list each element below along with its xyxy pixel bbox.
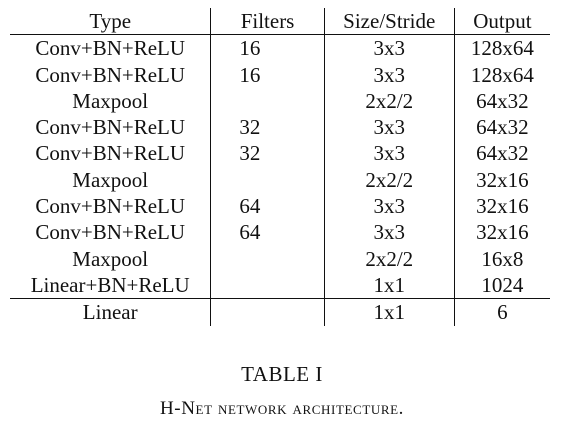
cell-type: Conv+BN+ReLU	[10, 114, 212, 141]
cell-type: Linear+BN+ReLU	[10, 271, 212, 299]
header-filters: Filters	[210, 8, 325, 36]
table-row: Linear 1x1 6	[10, 298, 550, 326]
cell-type: Conv+BN+ReLU	[10, 193, 212, 220]
table-row: Conv+BN+ReLU 32 3x3 64x32	[10, 114, 550, 141]
cell-size: 3x3	[324, 140, 455, 167]
cell-size: 2x2/2	[324, 166, 455, 194]
cell-filters	[210, 166, 325, 194]
table-row: Conv+BN+ReLU 32 3x3 64x32	[10, 140, 550, 167]
cell-filters: 16	[210, 34, 325, 62]
cell-filters: 64	[210, 193, 325, 220]
cell-filters: 32	[210, 114, 325, 141]
cell-size: 3x3	[324, 34, 455, 62]
architecture-table-container: Type Filters Size/Stride Output Conv+BN+…	[10, 8, 550, 326]
table-row: Conv+BN+ReLU 16 3x3 128x64	[10, 61, 550, 88]
cell-type: Conv+BN+ReLU	[10, 140, 212, 167]
cell-filters	[210, 87, 325, 115]
cell-type: Maxpool	[10, 87, 212, 115]
table-row: Maxpool 2x2/2 16x8	[10, 245, 550, 272]
cell-type: Linear	[10, 298, 212, 326]
cell-output: 64x32	[476, 141, 529, 166]
cell-output: 128x64	[470, 36, 534, 61]
header-size-stride: Size/Stride	[324, 8, 455, 36]
cell-size: 3x3	[324, 193, 455, 220]
header-output: Output	[454, 8, 550, 36]
cell-filters: 16	[210, 61, 325, 88]
table-caption-title: H-Net network architecture.	[159, 398, 405, 419]
table-row: Maxpool 2x2/2 64x32	[10, 87, 550, 115]
cell-size: 1x1	[324, 298, 455, 326]
cell-filters: 32	[210, 140, 325, 167]
cell-type: Maxpool	[10, 245, 212, 272]
table-row: Linear+BN+ReLU 1x1 1024	[10, 271, 550, 299]
cell-output: 64x32	[476, 88, 529, 113]
cell-filters	[210, 271, 325, 299]
cell-output: 32x16	[476, 167, 529, 192]
table-row: Maxpool 2x2/2 32x16	[10, 166, 550, 194]
cell-size: 3x3	[324, 61, 455, 88]
table-row: Conv+BN+ReLU 64 3x3 32x16	[10, 219, 550, 246]
cell-type: Conv+BN+ReLU	[10, 34, 212, 62]
cell-output: 16x8	[481, 246, 524, 271]
cell-output: 32x16	[476, 220, 529, 245]
cell-filters	[210, 298, 325, 326]
cell-output: 1024	[481, 272, 524, 297]
cell-type: Conv+BN+ReLU	[10, 219, 212, 246]
table-row: Conv+BN+ReLU 64 3x3 32x16	[10, 193, 550, 220]
cell-size: 3x3	[324, 114, 455, 141]
table-header-row: Type Filters Size/Stride Output	[10, 8, 550, 36]
cell-size: 1x1	[324, 271, 455, 299]
cell-size: 2x2/2	[324, 245, 455, 272]
cell-output: 128x64	[470, 62, 534, 87]
cell-output: 64x32	[476, 115, 529, 140]
cell-size: 3x3	[324, 219, 455, 246]
cell-output: 32x16	[476, 194, 529, 219]
table-row: Conv+BN+ReLU 16 3x3 128x64	[10, 34, 550, 62]
header-type: Type	[10, 8, 212, 36]
cell-type: Maxpool	[10, 166, 212, 194]
architecture-table: Type Filters Size/Stride Output Conv+BN+…	[10, 8, 550, 326]
cell-output: 6	[454, 298, 550, 326]
cell-filters	[210, 245, 325, 272]
cell-filters: 64	[210, 219, 325, 246]
table-caption-number: TABLE I	[241, 362, 323, 386]
cell-size: 2x2/2	[324, 87, 455, 115]
cell-type: Conv+BN+ReLU	[10, 61, 212, 88]
